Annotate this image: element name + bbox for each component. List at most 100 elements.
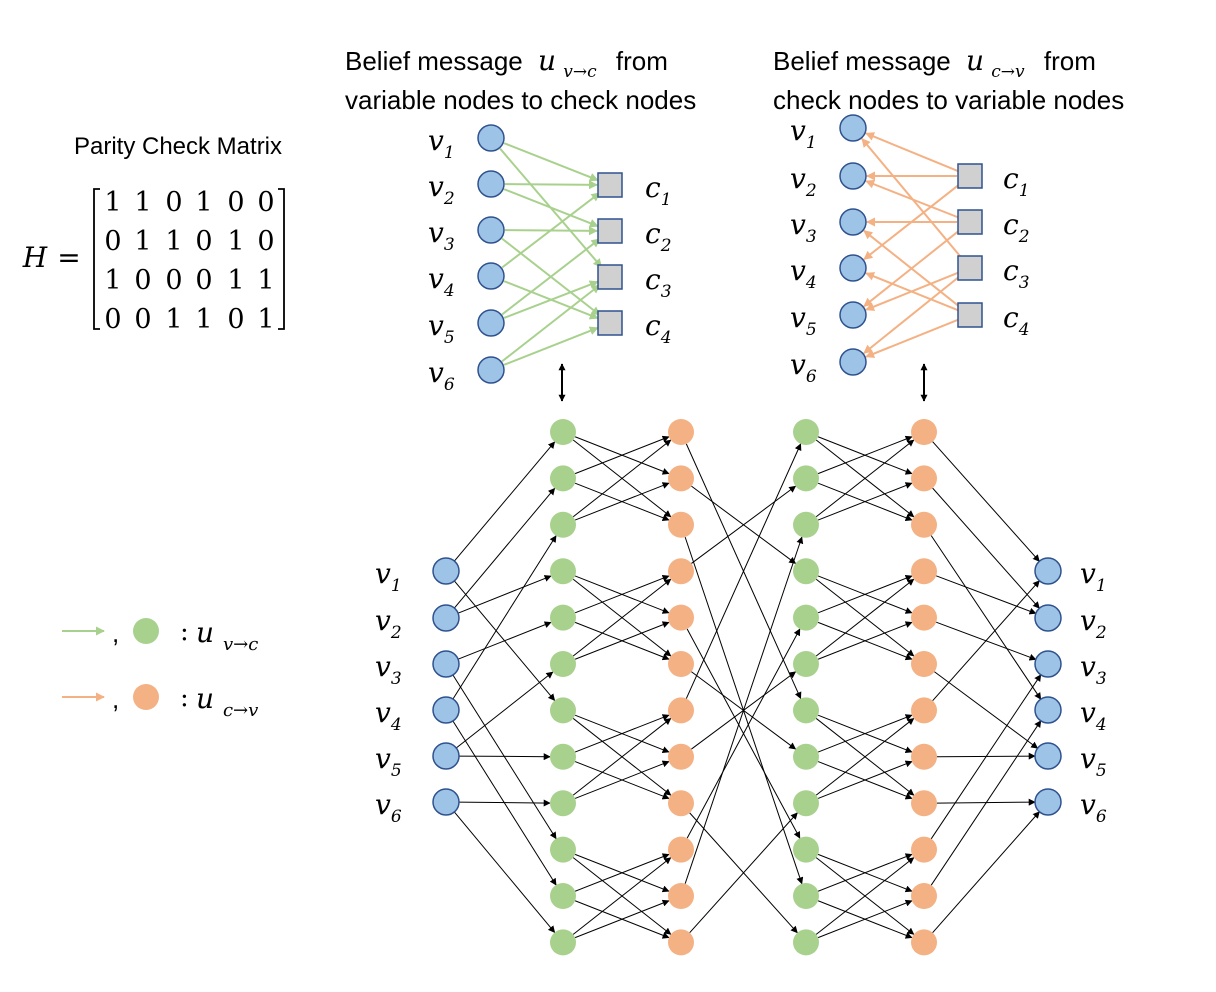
vc-message-node xyxy=(793,883,819,909)
network-edge xyxy=(453,487,556,609)
vc-message-node xyxy=(550,465,576,492)
svg-text:Belief message u v: Belief message u v→c from xyxy=(345,44,668,83)
variable-node xyxy=(477,124,505,152)
network-edge xyxy=(452,674,557,840)
network-edge xyxy=(572,439,672,518)
cv-message-edge xyxy=(863,229,961,308)
vc-message-node xyxy=(793,558,819,585)
check-node xyxy=(957,163,983,189)
output-variable-node xyxy=(1034,557,1062,585)
network-edge xyxy=(930,720,1042,886)
labels-layer: v1v2v3v4v5v6c1c2c3c4v1v2v3v4v5v6c1c2c3c4… xyxy=(375,114,1107,827)
vc-message-node xyxy=(793,419,819,445)
legend-cv-colon: : xyxy=(180,683,189,713)
matrix-cell: 0 xyxy=(257,187,274,218)
matrix-equals: = xyxy=(57,241,80,274)
network-edge xyxy=(932,811,1040,933)
output-variable-label: v2 xyxy=(1080,604,1107,643)
network-edge xyxy=(455,671,554,749)
input-variable-label: v2 xyxy=(375,604,402,643)
matrix-cell: 0 xyxy=(227,304,244,335)
panel-vc-msg-sub: v→c xyxy=(563,62,597,82)
legend-item-cv: , : u c→v xyxy=(62,682,258,721)
matrix-cell: 0 xyxy=(165,187,182,218)
variable-node-label: v5 xyxy=(428,309,455,348)
cv-message-node xyxy=(911,790,937,817)
input-variable-label: v4 xyxy=(375,696,402,735)
output-variable-node xyxy=(1034,650,1062,678)
network-edge xyxy=(572,857,672,935)
check-node xyxy=(597,172,623,198)
matrix-symbol: H xyxy=(22,241,48,274)
legend-item-vc: , : u v→c xyxy=(62,616,258,655)
check-node xyxy=(957,302,983,328)
network-edge xyxy=(452,535,557,700)
variable-node xyxy=(477,262,505,290)
matrix-cell: 1 xyxy=(257,265,274,296)
vc-message-node xyxy=(793,743,819,770)
matrix-right-bracket xyxy=(278,188,285,330)
check-node xyxy=(957,209,983,235)
vc-message-edge xyxy=(501,237,601,316)
check-node-label: c4 xyxy=(645,309,672,348)
cv-message-node xyxy=(911,511,937,538)
vc-message-node xyxy=(793,790,819,817)
check-node-label: c4 xyxy=(1003,301,1030,340)
svg-text:Belief message u c: Belief message u c→v from xyxy=(773,44,1096,83)
output-variable-label: v1 xyxy=(1080,557,1107,596)
vc-message-edge xyxy=(501,284,601,363)
variable-node-label: v2 xyxy=(790,162,817,201)
output-variable-label: v4 xyxy=(1080,696,1107,735)
variable-node-label: v4 xyxy=(790,254,817,293)
matrix-cell: 0 xyxy=(104,226,121,257)
network-edge xyxy=(684,536,804,884)
vc-message-node xyxy=(550,929,576,956)
vc-message-node xyxy=(793,651,819,677)
panel-cv-title-suffix: from xyxy=(1044,46,1096,76)
vc-message-node xyxy=(793,836,819,863)
matrix-cell: 1 xyxy=(195,304,212,335)
panel-cv-title-line2: check nodes to variable nodes xyxy=(773,85,1124,115)
network-edge xyxy=(817,621,913,660)
output-variable-node xyxy=(1034,742,1062,770)
network-edge xyxy=(453,441,556,562)
check-node xyxy=(597,218,623,244)
input-variable-node xyxy=(432,788,460,816)
variable-node-label: v1 xyxy=(428,124,455,163)
cv-message-node xyxy=(668,929,694,956)
variable-node xyxy=(477,170,505,198)
matrix-brackets xyxy=(93,188,285,330)
cv-message-edge xyxy=(863,275,961,355)
cv-message-edge xyxy=(865,272,959,312)
cv-message-node xyxy=(668,419,694,445)
network-edge xyxy=(574,899,670,939)
vc-message-node xyxy=(793,511,819,538)
input-variable-label: v1 xyxy=(375,557,402,596)
matrix-cell: 0 xyxy=(165,265,182,296)
network-edge xyxy=(815,718,915,796)
vc-message-node xyxy=(550,511,576,538)
svg-text:u v→c: u v→c xyxy=(196,616,258,655)
matrix-cell: 1 xyxy=(257,304,274,335)
vc-message-edge xyxy=(503,142,599,182)
network-edge xyxy=(935,575,1037,615)
variable-node-label: v6 xyxy=(790,348,817,387)
input-variable-node xyxy=(432,650,460,678)
network-edge xyxy=(930,535,1042,700)
output-variable-label: v3 xyxy=(1080,650,1107,689)
input-variable-node xyxy=(432,742,460,770)
network-edge xyxy=(685,443,802,699)
panel-vc-msg-base: u xyxy=(538,44,556,77)
legend-vc-colon: : xyxy=(180,617,189,647)
matrix-cell: 1 xyxy=(104,187,121,218)
vc-message-edge xyxy=(503,326,599,366)
vc-message-node xyxy=(793,604,819,631)
network-edge xyxy=(817,575,913,614)
panel-vc-title-prefix: Belief message xyxy=(345,46,523,76)
network-edge xyxy=(572,578,672,657)
matrix-cell: 1 xyxy=(165,226,182,257)
matrix-cell: 1 xyxy=(195,187,212,218)
vc-message-edge xyxy=(499,147,603,268)
matrix-cell: 1 xyxy=(227,265,244,296)
